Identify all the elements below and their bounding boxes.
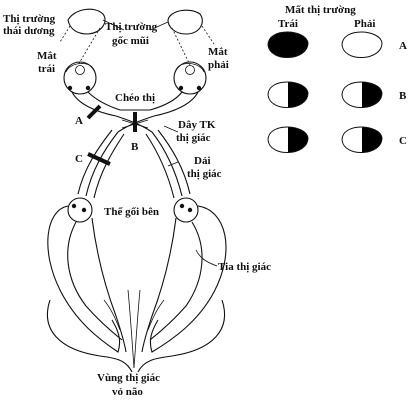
label-right-eye-line2: phải <box>208 59 229 71</box>
label-optic-tract-line1: Dải <box>194 155 211 167</box>
field-a-right <box>341 31 383 58</box>
field-row-label-a: A <box>399 40 407 52</box>
label-right-eye-line1: Mắt <box>208 46 228 58</box>
field-b-left <box>267 81 309 108</box>
occipital-cortex <box>46 289 226 373</box>
label-optic-tract-line2: thị giác <box>187 168 222 180</box>
visual-field-right-oval <box>167 9 203 35</box>
label-lgn: Thể gối bên <box>104 206 159 218</box>
lesion-a-marker <box>86 104 102 120</box>
label-optic-nerve-line1: Dây TK <box>178 119 216 131</box>
label-left-eye-line2: trái <box>38 63 55 75</box>
field-a-left <box>267 31 309 58</box>
lgn-right <box>173 197 199 223</box>
label-temporal-field-line1: Thị trường <box>3 13 56 25</box>
fields-panel-title: Mất thị trường <box>285 4 356 16</box>
label-temporal-field-line2: thái dương <box>3 25 55 37</box>
label-nasal-field-line2: gốc mũi <box>112 35 149 47</box>
field-c-left <box>267 126 309 153</box>
field-c-right <box>341 126 383 153</box>
label-left-eye-line1: Mắt <box>37 50 57 62</box>
label-radiation: Tia thị giác <box>218 261 271 273</box>
label-lesion-a: A <box>75 115 83 127</box>
field-projection-lines <box>59 19 215 66</box>
label-lesion-c: C <box>75 153 83 165</box>
field-row-label-b: B <box>399 90 407 102</box>
label-cortex-line1: Vùng thị giác <box>97 372 160 384</box>
right-eye <box>173 61 207 95</box>
left-eye <box>63 61 97 95</box>
fields-panel-col-left: Trái <box>278 18 298 30</box>
visual-field-left-oval <box>67 8 106 35</box>
field-loss-rows: A B C <box>267 31 407 153</box>
label-optic-nerve-line2: thị giác <box>176 132 211 144</box>
label-nasal-field-line1: Thị trường <box>105 21 158 33</box>
optic-radiations <box>47 205 227 353</box>
label-cortex-line2: vỏ não <box>112 386 143 398</box>
label-chiasm: Chéo thị <box>115 92 155 104</box>
leader-lines <box>163 125 218 267</box>
fields-panel-col-right: Phải <box>354 18 375 30</box>
optic-nerves <box>71 91 199 117</box>
field-b-right <box>341 81 383 108</box>
lgn-left <box>67 197 93 223</box>
lesion-c-marker <box>87 152 111 166</box>
field-row-label-c: C <box>399 135 407 147</box>
label-lesion-b: B <box>131 141 139 153</box>
